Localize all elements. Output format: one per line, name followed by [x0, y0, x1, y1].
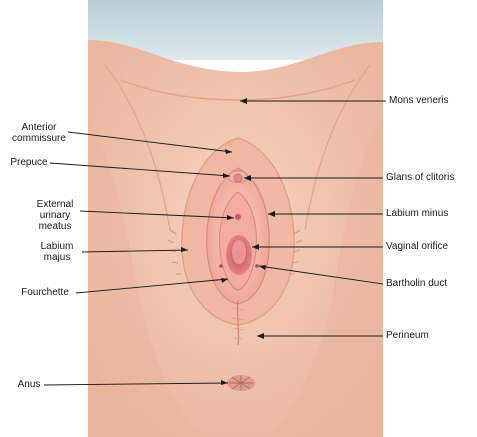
- label-external-urinary-meatus: External urinary meatus: [30, 199, 80, 232]
- label-external-urinary-meatus-line-3: meatus: [30, 221, 80, 232]
- label-glans-of-clitoris-line-1: Glans of clitoris: [386, 172, 454, 183]
- label-anterior-commissure: Anterior commissure: [10, 122, 68, 144]
- label-perineum: Perineum: [386, 330, 429, 341]
- label-external-urinary-meatus-line-1: External: [30, 199, 80, 210]
- label-fourchette: Fourchette: [14, 287, 76, 298]
- label-mons-veneris: Mons veneris: [389, 95, 448, 106]
- bartholin-duct-right: [255, 264, 259, 268]
- label-bartholin-duct: Bartholin duct: [386, 278, 447, 289]
- label-fourchette-line-1: Fourchette: [14, 287, 76, 298]
- hymen-tissue: [232, 240, 246, 264]
- label-anus: Anus: [14, 379, 44, 390]
- label-prepuce: Prepuce: [8, 157, 50, 168]
- label-bartholin-duct-line-1: Bartholin duct: [386, 278, 447, 289]
- label-labium-majus-line-1: Labium: [34, 241, 80, 252]
- label-glans-of-clitoris: Glans of clitoris: [386, 172, 454, 183]
- label-external-urinary-meatus-line-2: urinary: [30, 210, 80, 221]
- label-anterior-commissure-line-1: Anterior: [10, 122, 68, 133]
- label-labium-minus: Labium minus: [386, 208, 448, 219]
- label-anterior-commissure-line-2: commissure: [10, 133, 68, 144]
- bartholin-duct-left: [219, 264, 223, 268]
- label-labium-majus: Labium majus: [34, 241, 80, 263]
- label-mons-veneris-line-1: Mons veneris: [389, 95, 448, 106]
- label-prepuce-line-1: Prepuce: [8, 157, 50, 168]
- label-labium-majus-line-2: majus: [34, 252, 80, 263]
- label-labium-minus-line-1: Labium minus: [386, 208, 448, 219]
- urethral-meatus: [235, 214, 241, 220]
- label-vaginal-orifice-line-1: Vaginal orifice: [386, 241, 448, 252]
- label-perineum-line-1: Perineum: [386, 330, 429, 341]
- label-anus-line-1: Anus: [14, 379, 44, 390]
- label-vaginal-orifice: Vaginal orifice: [386, 241, 448, 252]
- glans: [234, 174, 242, 182]
